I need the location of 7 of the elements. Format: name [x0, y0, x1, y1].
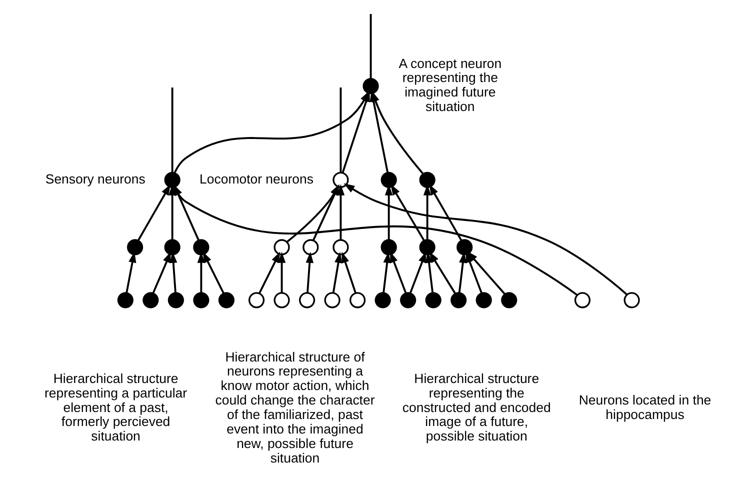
node-label: Locomotor neurons — [199, 171, 313, 186]
label: Hierarchical structure of neurons representing a know motor action, which could change the character of the familiarized, past event into the imagined new, possible future situation — [214, 349, 374, 466]
label: Neurons located in the hippocampus — [578, 392, 711, 422]
node-label: Sensory neurons — [44, 171, 145, 186]
label: Hierarchical structure representing a particular element of a past, formerly percieved situation — [44, 370, 187, 444]
label: Hierarchical structure representing the constructed and encoded image of a future, possible situation — [402, 370, 550, 444]
node-label: A concept neuron representing the imagined future situation — [398, 56, 502, 114]
